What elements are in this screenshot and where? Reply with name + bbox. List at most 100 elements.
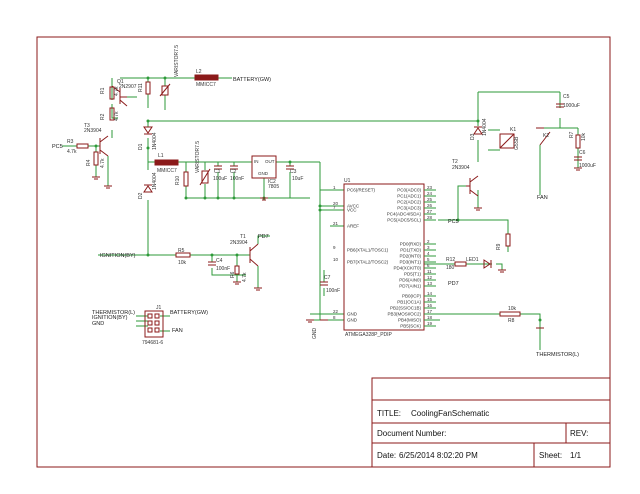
ic2-out: OUT <box>265 159 275 164</box>
r9-resistor: R9 <box>496 233 511 250</box>
r4-resistor: R4 4.7k <box>86 151 106 168</box>
c7-value: 100nF <box>326 288 340 294</box>
conn-battery-label: BATTERY(GW) <box>170 310 208 316</box>
r10-ref: R10 <box>175 176 181 185</box>
pd7-top-label: PD7 <box>258 234 269 240</box>
ground-symbols <box>92 167 582 329</box>
mcu-pin-label: VCC <box>347 208 357 213</box>
r12-resistor: R12 180 <box>446 257 467 271</box>
mcu-pin-number: 3 <box>427 245 430 250</box>
k1-relay-coil: K1 G5SB <box>499 127 520 150</box>
r8-value: 10k <box>508 306 517 312</box>
mcu-pin-number: 11 <box>427 269 432 274</box>
ic2-gnd: GND <box>258 171 269 176</box>
conn-ignition-label: IGNITION(BY) <box>92 315 128 321</box>
ic2-ref: IC2 <box>268 179 276 185</box>
mcu-pin-number: 16 <box>427 303 433 308</box>
pc5-left-label: PC5 <box>52 144 63 150</box>
wires <box>62 77 579 350</box>
l1-ref: L1 <box>158 153 164 159</box>
mcu-pin-label: PB1(OC1A) <box>397 300 421 305</box>
r2-value: 4.7k <box>114 111 120 121</box>
l1-part: MMICC7 <box>157 168 177 174</box>
c2-ref: C2 <box>230 169 237 175</box>
mcu-pin-number: 1 <box>333 185 336 190</box>
j1-part: 794681-6 <box>142 340 163 346</box>
t2-part: 2N3904 <box>452 165 470 171</box>
mcu-pin-label: PB4(MISO) <box>398 318 422 323</box>
c6-capacitor: C6 1000uF <box>574 150 596 169</box>
title-label: TITLE: <box>377 409 401 418</box>
c6-value: 1000uF <box>579 163 596 169</box>
mcu-ref: U1 <box>344 178 351 184</box>
d1-part: 1N4004 <box>152 132 158 150</box>
gnd-label-mcu: GND <box>312 328 318 340</box>
c7-ref: C7 <box>324 275 331 281</box>
conn-gnd-label: GND <box>92 321 104 327</box>
c5-value: 1000uF <box>563 103 580 109</box>
varistor1-label: VARISTOR7.5 <box>174 45 180 77</box>
k1-part: G5SB <box>514 136 520 150</box>
q1-transistor: Q1 2N2907 <box>111 79 137 107</box>
mcu-pin-number: 5 <box>427 257 430 262</box>
mcu-pin-number: 10 <box>333 257 339 262</box>
c3-value: 10uF <box>292 176 303 182</box>
mcu-pin-number: 20 <box>333 201 339 206</box>
r5-resistor: R5 10k IGNITION(BY) <box>100 248 191 266</box>
date-value: 6/25/2014 8:02:20 PM <box>399 451 478 460</box>
title-block: TITLE: CoolingFanSchematic Document Numb… <box>371 377 611 468</box>
mcu-pin-number: 6 <box>427 263 430 268</box>
d3-diode: D3 1N4004 <box>470 118 488 140</box>
varistor-2: VARISTOR7.5 <box>195 141 211 186</box>
c3-ref: C3 <box>290 169 297 175</box>
mcu-pin-label: PD3(INT1) <box>399 260 421 265</box>
mcu-pin-label: GND <box>347 318 358 323</box>
r5-ref: R5 <box>178 248 185 254</box>
mcu-pin-number: 22 <box>333 309 339 314</box>
mcu-pin-number: 17 <box>427 309 433 314</box>
r2-resistor: R2 4.7k <box>100 107 120 121</box>
conn-fan-label: FAN <box>172 328 183 334</box>
ic2-part: 7805 <box>268 184 279 190</box>
r6-ref: R6 <box>230 271 236 278</box>
q1-part: 2N2907 <box>119 84 137 90</box>
l2-inductor: L2 MMICC7 BATTERY(GW) <box>194 69 271 88</box>
r6-value: 4.7k <box>242 272 248 282</box>
c2-capacitor: C2 100nF <box>230 165 244 182</box>
r12-value: 180 <box>446 265 455 271</box>
r3-ref: R3 <box>67 139 74 145</box>
t2-transistor: T2 2N3904 FAN PC5 <box>448 159 548 225</box>
r11-resistor: R11 <box>138 81 151 95</box>
mcu-pin-number: 18 <box>427 315 433 320</box>
c1-value: 100uF <box>213 176 227 182</box>
t1-transistor: T1 2N3904 PD7 <box>230 234 269 267</box>
r12-ref: R12 <box>446 257 455 263</box>
mcu-pin-label: PC4(ADC4/SDA) <box>387 212 422 217</box>
rev-label: REV: <box>570 429 588 438</box>
drawing-frame <box>36 36 611 468</box>
r8-ref: R8 <box>508 318 515 324</box>
mcu-pin-number: 4 <box>427 251 430 256</box>
r4-ref: R4 <box>86 159 92 166</box>
c5-ref: C5 <box>563 94 570 100</box>
r2-ref: R2 <box>100 113 106 120</box>
mcu-pin-number: 7 <box>333 205 336 210</box>
mcu-pin-number: 14 <box>427 291 433 296</box>
mcu-pin-label: PD6(AIN0) <box>399 278 421 283</box>
t3-transistor: T3 2N3904 <box>84 123 109 157</box>
mcu-pin-label: PB6(XTAL1/TOSC1) <box>347 248 389 253</box>
k2-ref: K2 <box>543 133 549 139</box>
mcu-pin-label: GND <box>347 312 358 317</box>
j1-ref: J1 <box>156 305 162 311</box>
doc-number-label: Document Number: <box>377 429 446 438</box>
r7-value: 10k <box>581 132 587 141</box>
varistor2-label: VARISTOR7.5 <box>195 141 201 173</box>
mcu-right-pins: PC0(ADC0)23PC1(ADC1)24PC2(ADC2)25PC3(ADC… <box>387 185 436 329</box>
mcu-pin-number: 12 <box>427 275 433 280</box>
c4-ref: C4 <box>216 258 223 264</box>
t2-ref: T2 <box>452 159 458 165</box>
junction-dots <box>94 76 542 322</box>
d3-part: 1N4004 <box>482 118 488 136</box>
sheet-value: 1/1 <box>570 451 582 460</box>
